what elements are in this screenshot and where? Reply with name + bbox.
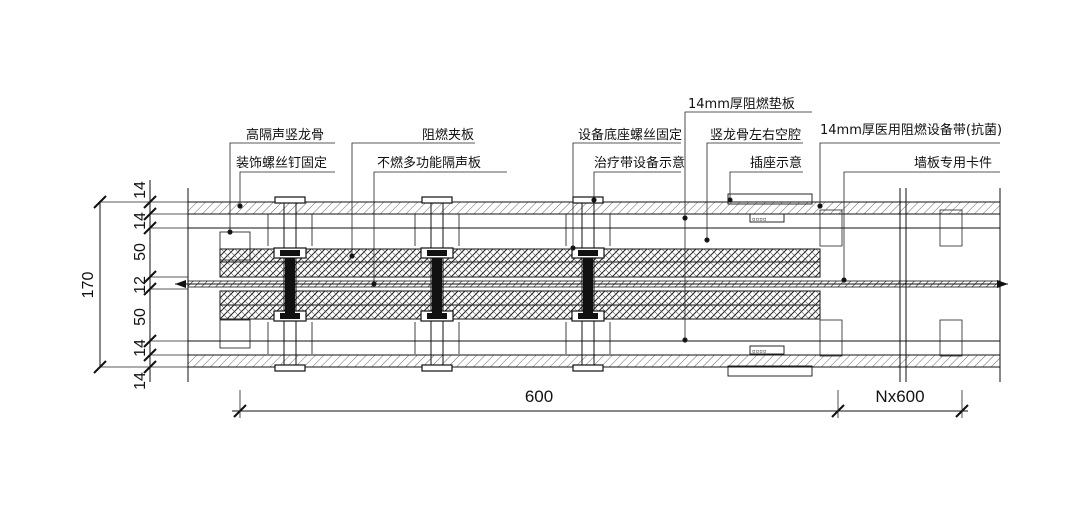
bolt-plate-bottom: [274, 364, 306, 372]
label-socket: 插座示意: [750, 155, 802, 171]
socket-bottom: [727, 365, 813, 377]
label-noncomb-acoustic-board: 不燃多功能隔声板: [377, 155, 481, 171]
edge-stud: [219, 319, 251, 349]
label-high-sound-stud: 高隔声竖龙骨: [246, 127, 324, 143]
bolt-plate-top: [274, 196, 306, 204]
core-board-top: [219, 248, 821, 278]
svg-text:▫▫▫▫: ▫▫▫▫: [752, 216, 766, 223]
label-fire-clip-board: 阻燃夹板: [422, 127, 474, 143]
dim-600: 600: [525, 387, 553, 406]
label-decor-screw-fix: 装饰螺丝钉固定: [236, 156, 327, 171]
bolt-plate-top: [421, 196, 453, 204]
screw-shaft: [583, 258, 593, 314]
label-fire-pad-14mm: 14mm厚阻燃垫板: [688, 96, 795, 112]
label-medical-band-14mm: 14mm厚医用阻燃设备带(抗菌): [820, 122, 1002, 138]
dim-12-mid: 12: [132, 276, 149, 294]
dim-14-top-inner: 14: [132, 212, 149, 230]
screw-shaft: [285, 258, 295, 314]
dim-14-top-outer: 14: [132, 181, 149, 199]
edge-stud: [219, 231, 251, 261]
vertical-dimension-chain: [93, 180, 188, 382]
dim-50-bottom: 50: [132, 308, 149, 326]
stud-assemblies: [219, 196, 611, 372]
dim-total-170: 170: [80, 272, 97, 299]
dim-14-bottom-outer: 14: [132, 372, 149, 390]
dim-nx600: Nx600: [875, 387, 924, 406]
label-treatment-band-device: 治疗带设备示意: [594, 155, 685, 171]
screw-shaft: [432, 258, 442, 314]
label-device-base-screw: 设备底座螺丝固定: [578, 127, 682, 143]
bolt-plate-bottom: [572, 364, 604, 372]
bolt-plate-top: [572, 196, 604, 204]
dim-14-bottom-inner: 14: [132, 339, 149, 357]
svg-text:▫▫▫▫: ▫▫▫▫: [752, 348, 766, 355]
label-wall-clip: 墙板专用卡件: [914, 156, 992, 171]
label-stud-cavity: 竖龙骨左右空腔: [710, 128, 801, 143]
bolt-plate-bottom: [421, 364, 453, 372]
horizontal-dimension-chain: [232, 390, 969, 418]
dim-50-top: 50: [132, 243, 149, 261]
